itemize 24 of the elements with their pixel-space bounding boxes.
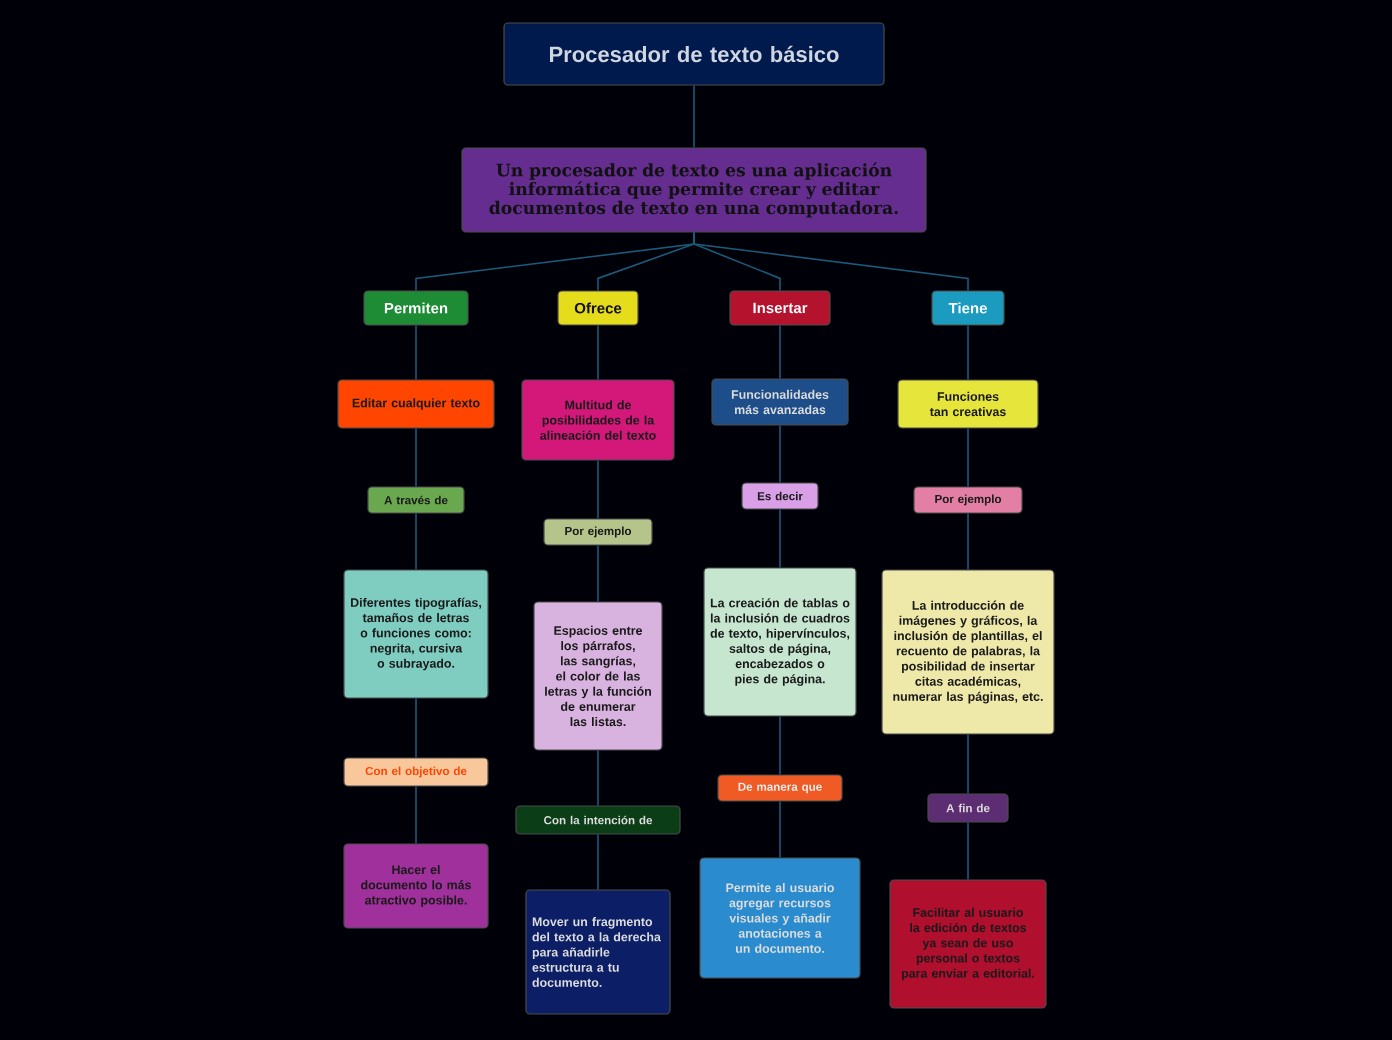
definition-box: Un procesador de texto es una aplicación informática que permite crear y editar documentos de texto en una computadora. (461, 147, 927, 233)
connector-line (779, 324, 781, 380)
connector-line (597, 833, 599, 891)
connector-line (967, 821, 969, 881)
connector-line (597, 459, 599, 520)
connector-line (967, 324, 969, 381)
connector-line (967, 427, 969, 488)
connector-line (415, 324, 417, 381)
connector-line (779, 715, 781, 776)
connector-line (415, 512, 417, 571)
connector-line (967, 733, 969, 795)
title-box: Procesador de texto básico (503, 22, 885, 86)
connector-line (415, 785, 417, 845)
connector-line (597, 749, 599, 807)
connector-line (779, 800, 781, 859)
connector-line (597, 324, 599, 381)
connector-line (779, 424, 781, 484)
connector-line (693, 231, 969, 292)
connector-line (597, 544, 599, 603)
connector-line (415, 427, 417, 488)
connector-line (693, 84, 695, 149)
connector-line (779, 508, 781, 569)
connector-line (415, 697, 417, 759)
connector-line (967, 512, 969, 571)
